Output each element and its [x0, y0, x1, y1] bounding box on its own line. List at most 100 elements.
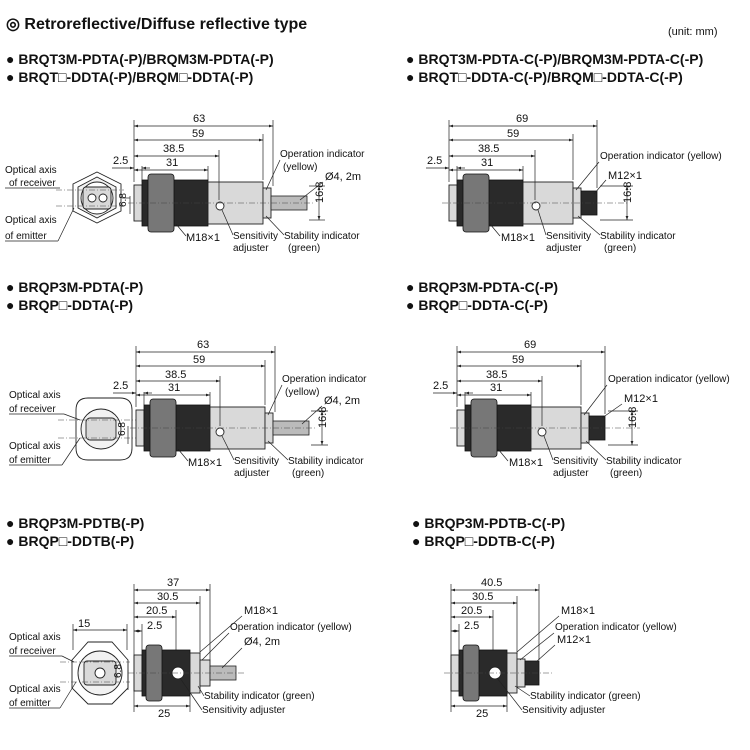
dim-c-38.5: 38.5 [165, 369, 186, 381]
label-optical-receiver-e: Optical axis [9, 632, 61, 643]
dim-b-2.5: 2.5 [427, 155, 442, 167]
model-title-d1: ● BRQP3M-PDTA-C(-P) [406, 279, 558, 295]
dim-b-69: 69 [516, 113, 528, 125]
label-optical-emitter-e: Optical axis [9, 684, 61, 695]
dim-c-16.8: 16.8 [317, 407, 329, 428]
dim-f-40.5: 40.5 [481, 577, 502, 589]
dim-a-59: 59 [192, 128, 204, 140]
dim-d-59: 59 [512, 354, 524, 366]
label-stability-e: Stability indicator (green) [204, 691, 315, 702]
label-optical-receiver-c2: of receiver [9, 404, 56, 415]
dim-a-63: 63 [193, 113, 205, 125]
label-cable-c: Ø4, 2m [324, 395, 360, 407]
panel-b: ● BRQT3M-PDTA-C(-P)/BRQM3M-PDTA-C(-P) ● … [406, 51, 722, 254]
front-view-c [58, 397, 136, 461]
label-adjuster-c: adjuster [234, 468, 270, 479]
dim-e-20.5: 20.5 [146, 605, 167, 617]
label-sensitivity-c: Sensitivity [234, 456, 279, 467]
dim-e-15: 15 [78, 618, 90, 630]
label-cable-a: Ø4, 2m [325, 171, 361, 183]
model-title-b1: ● BRQT3M-PDTA-C(-P)/BRQM3M-PDTA-C(-P) [406, 51, 703, 67]
label-stability-f: Stability indicator (green) [530, 691, 641, 702]
page-title: ◎ Retroreflective/Diffuse reflective typ… [6, 16, 307, 33]
unit-note: (unit: mm) [668, 26, 718, 38]
side-view-d [450, 398, 640, 458]
label-stability-b: Stability indicator [600, 231, 676, 242]
model-title-c1: ● BRQP3M-PDTA(-P) [6, 279, 143, 295]
dim-e-2.5: 2.5 [147, 620, 162, 632]
side-view-f [444, 644, 552, 702]
label-op-indicator-d: Operation indicator (yellow) [608, 374, 730, 385]
dim-6.8-e: 6.8 [113, 664, 124, 678]
label-optical-emitter-c: Optical axis [9, 441, 61, 452]
label-m18-f: M18×1 [561, 605, 595, 617]
label-m12-d: M12×1 [624, 393, 658, 405]
label-m18-e: M18×1 [244, 605, 278, 617]
label-m18-a: M18×1 [186, 232, 220, 244]
label-optical-receiver-a: Optical axis [5, 165, 57, 176]
dim-f-25: 25 [476, 708, 488, 720]
dim-c-31: 31 [168, 382, 180, 394]
side-view-c [130, 398, 315, 458]
label-m18-c: M18×1 [188, 457, 222, 469]
label-green-a: (green) [288, 243, 320, 254]
label-adjuster-a: adjuster [233, 243, 269, 254]
dim-d-16.8: 16.8 [627, 407, 639, 428]
side-view-e [128, 644, 245, 702]
model-title-e1: ● BRQP3M-PDTB(-P) [6, 515, 144, 531]
label-optical-emitter-a2: of emitter [5, 231, 47, 242]
label-optical-receiver-c: Optical axis [9, 390, 61, 401]
dim-d-2.5: 2.5 [433, 380, 448, 392]
label-green-b: (green) [604, 243, 636, 254]
label-sensitivity-e: Sensitivity adjuster [202, 705, 286, 716]
model-title-f1: ● BRQP3M-PDTB-C(-P) [412, 515, 565, 531]
model-title-b2: ● BRQT□-DDTA-C(-P)/BRQM□-DDTA-C(-P) [406, 69, 683, 85]
dim-6.8-c: 6.8 [117, 422, 128, 436]
label-adjuster-b: adjuster [546, 243, 582, 254]
model-title-d2: ● BRQP□-DDTA-C(-P) [406, 297, 548, 313]
label-adjuster-d: adjuster [553, 468, 589, 479]
dim-c-2.5: 2.5 [113, 380, 128, 392]
dim-6.8-a: 6.8 [118, 193, 129, 207]
panel-f: ● BRQP3M-PDTB-C(-P) ● BRQP□-DDTB-C(-P) 4… [412, 515, 677, 720]
dim-b-31: 31 [481, 157, 493, 169]
panel-e: ● BRQP3M-PDTB(-P) ● BRQP□-DDTB(-P) 15 6.… [6, 515, 352, 720]
dim-d-69: 69 [524, 339, 536, 351]
dim-f-30.5: 30.5 [472, 591, 493, 603]
label-sensitivity-a: Sensitivity [233, 231, 278, 242]
dim-e-30.5: 30.5 [157, 591, 178, 603]
dim-d-31: 31 [490, 382, 502, 394]
label-sensitivity-f: Sensitivity adjuster [522, 705, 606, 716]
label-green-c: (green) [292, 468, 324, 479]
model-title-f2: ● BRQP□-DDTB-C(-P) [412, 533, 555, 549]
label-cable-e: Ø4, 2m [244, 636, 280, 648]
dim-b-16.8: 16.8 [622, 182, 634, 203]
dim-f-20.5: 20.5 [461, 605, 482, 617]
label-stability-c: Stability indicator [288, 456, 364, 467]
label-op-indicator-e: Operation indicator (yellow) [230, 622, 352, 633]
label-yellow-a: (yellow) [283, 162, 317, 173]
dim-b-59: 59 [507, 128, 519, 140]
label-sensitivity-d: Sensitivity [553, 456, 598, 467]
label-op-indicator-c: Operation indicator [282, 374, 367, 385]
label-m12-f: M12×1 [557, 634, 591, 646]
side-view-a [128, 173, 313, 233]
dim-b-38.5: 38.5 [478, 143, 499, 155]
panel-a: ● BRQT3M-PDTA(-P)/BRQM3M-PDTA(-P) ● BRQT… [5, 51, 365, 254]
front-view-a [56, 171, 124, 224]
panel-c: ● BRQP3M-PDTA(-P) ● BRQP□-DDTA(-P) Optic… [6, 279, 367, 479]
label-op-indicator-a: Operation indicator [280, 149, 365, 160]
label-green-d: (green) [610, 468, 642, 479]
dim-e-25: 25 [158, 708, 170, 720]
dim-e-37: 37 [167, 577, 179, 589]
model-title-a2: ● BRQT□-DDTA(-P)/BRQM□-DDTA(-P) [6, 69, 253, 85]
model-title-a1: ● BRQT3M-PDTA(-P)/BRQM3M-PDTA(-P) [6, 51, 274, 67]
label-optical-emitter-a: Optical axis [5, 215, 57, 226]
label-sensitivity-b: Sensitivity [546, 231, 591, 242]
dim-a-31: 31 [166, 157, 178, 169]
label-m18-b: M18×1 [501, 232, 535, 244]
label-yellow-c: (yellow) [285, 387, 319, 398]
label-optical-receiver-a2: of receiver [9, 178, 56, 189]
